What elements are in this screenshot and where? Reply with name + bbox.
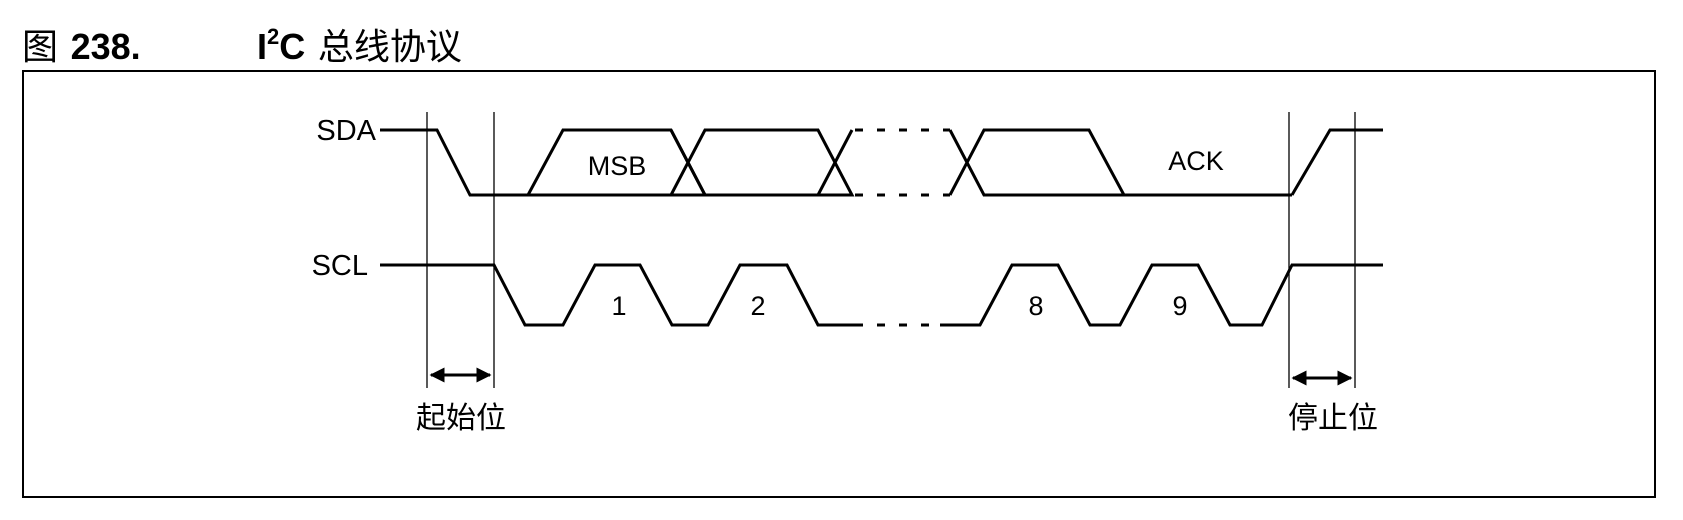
figure-title-chinese: 总线协议: [317, 27, 462, 68]
scl-waveform: [380, 263, 1383, 327]
clock-pulse-8: 8: [1028, 291, 1043, 321]
scl-start-and-pulses: [380, 263, 855, 327]
sda-bit-cross-a: [816, 129, 854, 196]
stop-condition-label: 停止位: [1288, 401, 1378, 436]
sda-bit-8: [948, 128, 1127, 197]
figure-title-i: I: [257, 26, 268, 67]
sda-start-transition: [380, 128, 528, 197]
sda-label: SDA: [316, 115, 376, 147]
msb-label: MSB: [588, 151, 647, 181]
clock-pulse-1: 1: [611, 291, 626, 321]
figure-title: I2C 总线协议: [257, 18, 462, 70]
scl-end-pulses: [940, 263, 1383, 327]
clock-pulse-2: 2: [750, 291, 765, 321]
figure-title-c: C: [279, 26, 306, 67]
sda-stop-transition: [1290, 128, 1383, 196]
timing-arrows: [429, 367, 1353, 386]
figure-label-prefix: 图: [22, 27, 59, 68]
start-condition-label: 起始位: [416, 401, 506, 436]
clock-pulse-9: 9: [1172, 291, 1187, 321]
boundary-lines: [426, 112, 1356, 388]
sda-waveform: [380, 128, 1383, 197]
sda-bit-2: [669, 128, 855, 197]
figure-label: 图 238.: [22, 18, 141, 70]
ack-label: ACK: [1168, 146, 1224, 176]
figure-title-superscript: 2: [267, 24, 280, 49]
scl-label: SCL: [312, 250, 368, 282]
figure-number: 238.: [70, 26, 141, 67]
diagram-frame: [22, 70, 1656, 498]
